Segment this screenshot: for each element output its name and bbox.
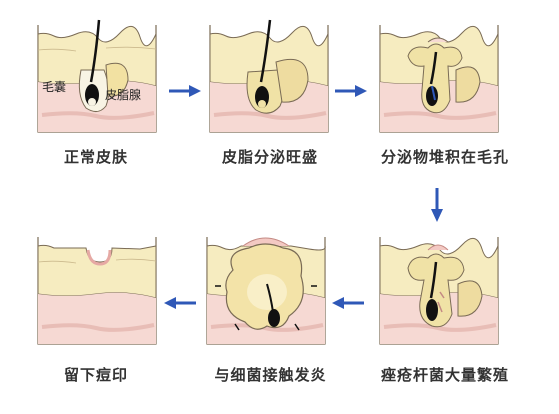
- stage-bacteria-multiply: [379, 237, 499, 345]
- caption-bacteria-multiply: 痤疮杆菌大量繁殖: [380, 366, 509, 384]
- arrow-right-icon: [169, 85, 201, 97]
- arrow-left-icon: [332, 297, 364, 309]
- caption-sebum-overproduction: 皮脂分泌旺盛: [221, 148, 318, 166]
- stage-sebum-overproduction: [209, 19, 329, 133]
- caption-normal-skin: 正常皮肤: [63, 148, 128, 166]
- sebaceous-gland-label: 皮脂腺: [105, 88, 142, 102]
- stage-normal-skin: [37, 19, 157, 133]
- hair-strand: [89, 19, 101, 83]
- arrow-right-icon: [335, 85, 367, 97]
- arrow-down-icon: [431, 188, 443, 222]
- stage-inflammation: [206, 237, 326, 345]
- caption-acne-mark: 留下痘印: [63, 366, 128, 384]
- caption-clogged-pore: 分泌物堆积在毛孔: [380, 148, 509, 166]
- arrow-left-icon: [164, 297, 196, 309]
- stage-clogged-pore: [379, 25, 499, 133]
- caption-inflammation: 与细菌接触发炎: [214, 366, 327, 384]
- stage-acne-mark: [37, 237, 157, 345]
- hair-follicle-label: 毛囊: [42, 80, 67, 94]
